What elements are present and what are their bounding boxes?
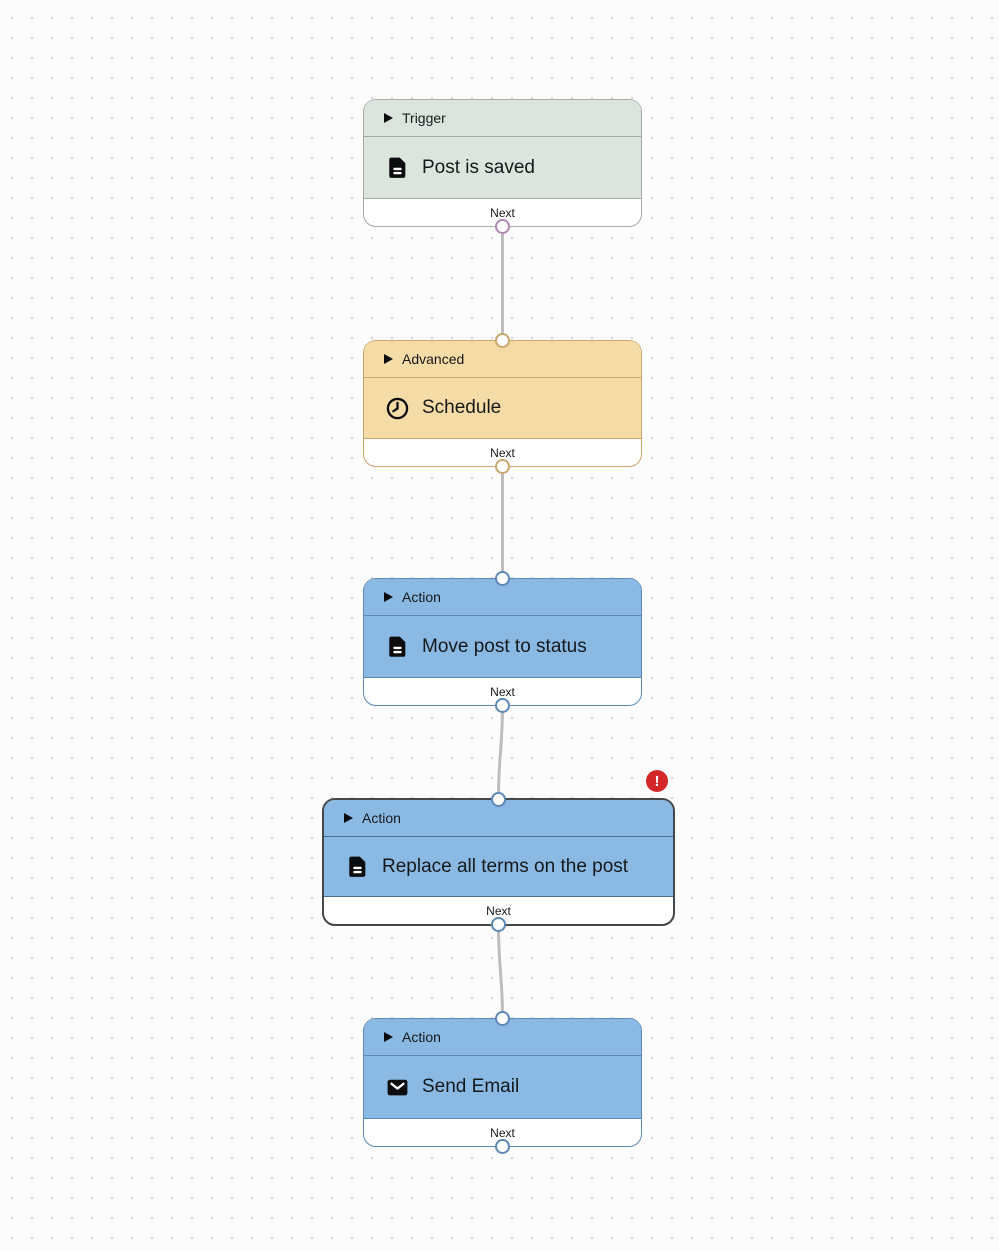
- node-footer: Next: [324, 897, 673, 924]
- node-header: Action: [364, 579, 641, 616]
- next-label: Next: [490, 445, 515, 460]
- caret-right-icon[interactable]: [384, 113, 393, 123]
- output-port[interactable]: [495, 219, 510, 234]
- node-action-send-email[interactable]: Action Send Email Next: [363, 1011, 642, 1154]
- node-body: Send Email: [364, 1056, 641, 1119]
- error-badge-icon[interactable]: !: [646, 770, 668, 792]
- node-body: Replace all terms on the post: [324, 837, 673, 897]
- node-action-replace-all-terms[interactable]: Action Replace all terms on the post Nex…: [322, 770, 675, 932]
- document-icon: [345, 854, 370, 879]
- node-header: Trigger: [364, 100, 641, 137]
- next-label: Next: [490, 1125, 515, 1140]
- output-port[interactable]: [495, 459, 510, 474]
- node-category-label: Trigger: [402, 110, 446, 126]
- node-category-label: Action: [402, 1029, 441, 1045]
- node-footer: Next: [364, 678, 641, 705]
- next-label: Next: [486, 903, 511, 918]
- next-label: Next: [490, 205, 515, 220]
- node-title: Replace all terms on the post: [382, 855, 629, 877]
- caret-right-icon[interactable]: [384, 1032, 393, 1042]
- node-footer: Next: [364, 199, 641, 226]
- node-footer: Next: [364, 1119, 641, 1146]
- document-icon: [385, 634, 410, 659]
- node-body: Post is saved: [364, 137, 641, 199]
- node-category-label: Advanced: [402, 351, 465, 367]
- node-body: Move post to status: [364, 616, 641, 678]
- node-title: Post is saved: [422, 156, 535, 178]
- output-port[interactable]: [491, 917, 506, 932]
- node-title: Send Email: [422, 1076, 520, 1097]
- node-title: Schedule: [422, 397, 502, 418]
- clock-icon: [385, 396, 410, 421]
- node-title: Move post to status: [422, 635, 587, 657]
- node-body: Schedule: [364, 378, 641, 439]
- document-icon: [385, 155, 410, 180]
- input-port[interactable]: [495, 333, 510, 348]
- output-port[interactable]: [495, 1139, 510, 1154]
- input-port[interactable]: [495, 571, 510, 586]
- node-trigger-post-is-saved[interactable]: Trigger Post is saved Next: [363, 99, 642, 234]
- node-advanced-schedule[interactable]: Advanced Schedule Next: [363, 333, 642, 474]
- input-port[interactable]: [495, 1011, 510, 1026]
- caret-right-icon[interactable]: [344, 813, 353, 823]
- node-category-label: Action: [362, 810, 401, 826]
- node-category-label: Action: [402, 589, 441, 605]
- caret-right-icon[interactable]: [384, 592, 393, 602]
- mail-icon: [385, 1075, 410, 1100]
- node-header: Action: [324, 800, 673, 837]
- input-port[interactable]: [491, 792, 506, 807]
- node-action-move-post-to-status[interactable]: Action Move post to status Next: [363, 571, 642, 713]
- caret-right-icon[interactable]: [384, 354, 393, 364]
- edge-replace-terms-to-send-email[interactable]: [497, 924, 504, 1020]
- node-footer: Next: [364, 439, 641, 466]
- next-label: Next: [490, 684, 515, 699]
- edge-move-post-to-replace-terms[interactable]: [497, 704, 504, 800]
- output-port[interactable]: [495, 698, 510, 713]
